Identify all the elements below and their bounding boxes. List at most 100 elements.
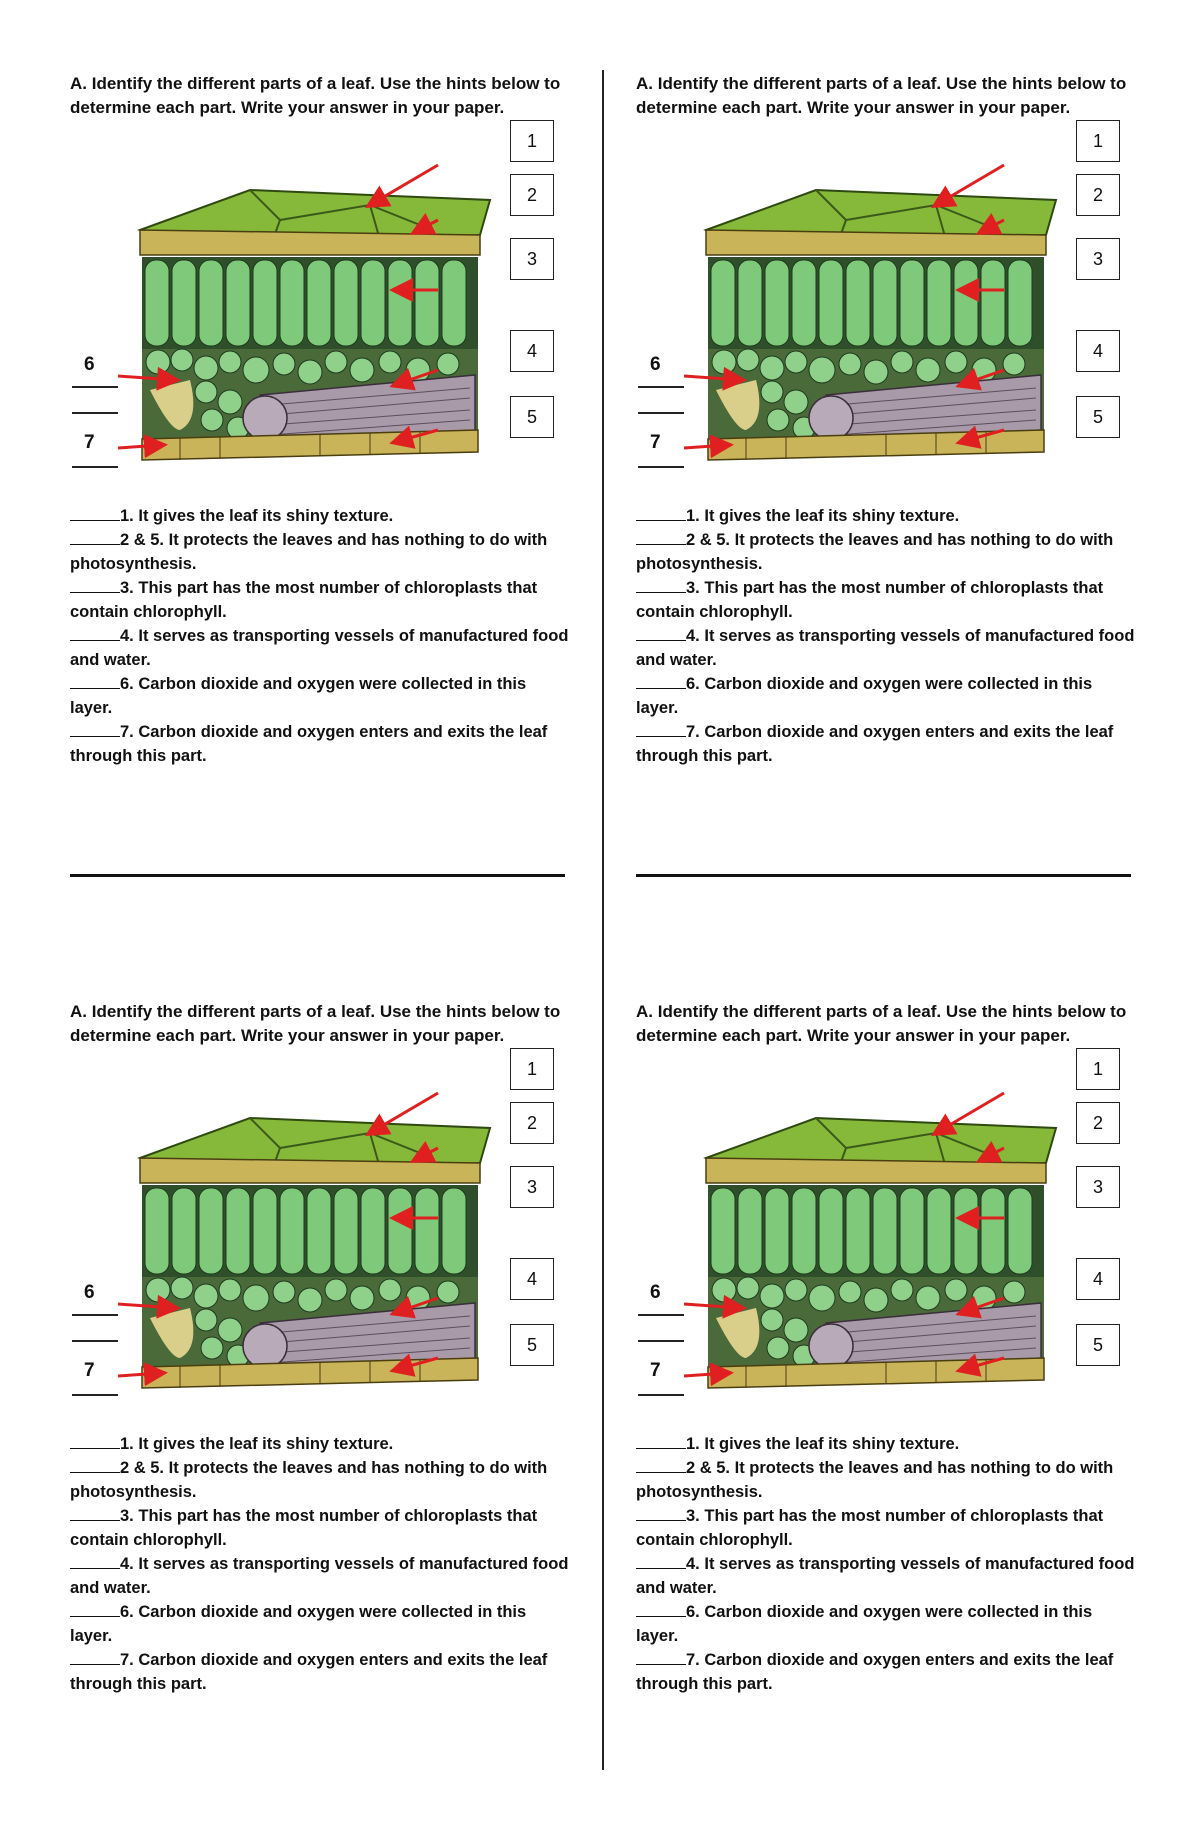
arrow-1: [364, 163, 439, 209]
arrow-2: [975, 1141, 1005, 1163]
answer-blank[interactable]: [70, 1602, 120, 1617]
instructions-title: A. Identify the different parts of a lea…: [70, 74, 561, 117]
answer-blank[interactable]: [70, 530, 120, 545]
answer-blank[interactable]: [636, 626, 686, 641]
worksheet-quadrant-2: A. Identify the different parts of a lea…: [636, 72, 1156, 852]
arrow-7: [117, 434, 168, 459]
clue-list: 1. It gives the leaf its shiny texture. …: [70, 504, 570, 768]
arrow-5: [389, 425, 439, 449]
clue-6: 6. Carbon dioxide and oxygen were collec…: [636, 674, 1093, 717]
label-box-3: 3: [510, 238, 554, 280]
answer-blank[interactable]: [636, 1554, 686, 1569]
label-box-5: 5: [510, 396, 554, 438]
answer-blank[interactable]: [636, 674, 686, 689]
palisade-cells: [710, 1187, 1033, 1275]
answer-line-6b: [72, 1340, 118, 1342]
clue-list: 1. It gives the leaf its shiny texture. …: [636, 504, 1136, 768]
label-box-3: 3: [510, 1166, 554, 1208]
arrow-5: [389, 1353, 439, 1377]
arrow-7: [683, 434, 734, 459]
arrow-5: [955, 425, 1005, 449]
arrow-5: [955, 1353, 1005, 1377]
answer-line-7: [638, 466, 684, 468]
clue-2-5: 2 & 5. It protects the leaves and has no…: [636, 530, 1114, 573]
answer-line-6a: [72, 1314, 118, 1316]
answer-blank[interactable]: [636, 1602, 686, 1617]
clue-4: 4. It serves as transporting vessels of …: [70, 1554, 569, 1597]
arrow-1: [364, 1091, 439, 1137]
clue-3: 3. This part has the most number of chlo…: [636, 578, 1104, 621]
instructions-title: A. Identify the different parts of a lea…: [636, 74, 1127, 117]
arrow-1: [930, 1091, 1005, 1137]
answer-blank[interactable]: [70, 722, 120, 737]
clue-3: 3. This part has the most number of chlo…: [70, 578, 538, 621]
clue-2-5: 2 & 5. It protects the leaves and has no…: [70, 530, 548, 573]
side-label-7: 7: [84, 432, 95, 453]
horizontal-divider-right: [636, 874, 1131, 877]
answer-line-7: [72, 466, 118, 468]
answer-line-6b: [72, 412, 118, 414]
clue-1: 1. It gives the leaf its shiny texture.: [70, 504, 570, 528]
answer-blank[interactable]: [70, 1506, 120, 1521]
clue-3: 3. This part has the most number of chlo…: [70, 1506, 538, 1549]
answer-blank[interactable]: [70, 626, 120, 641]
upper-epidermis: [705, 229, 1047, 256]
answer-blank[interactable]: [70, 1650, 120, 1665]
side-label-7: 7: [650, 1360, 661, 1381]
leaf-illustration: [117, 163, 492, 461]
label-box-1: 1: [510, 1048, 554, 1090]
label-box-3: 3: [1076, 1166, 1120, 1208]
clue-list: 1. It gives the leaf its shiny texture. …: [70, 1432, 570, 1696]
spongy-cells: [145, 348, 460, 440]
arrow-4: [955, 1295, 1005, 1319]
answer-blank[interactable]: [70, 578, 120, 593]
leaf-illustration: [117, 1091, 492, 1389]
arrow-6: [117, 1294, 181, 1319]
arrow-7: [117, 1362, 168, 1387]
clue-1: 1. It gives the leaf its shiny texture.: [70, 1432, 570, 1456]
answer-blank[interactable]: [636, 506, 686, 521]
vertical-divider: [602, 70, 604, 1770]
answer-line-6a: [638, 386, 684, 388]
side-label-6: 6: [84, 1282, 95, 1303]
answer-blank[interactable]: [636, 722, 686, 737]
arrow-6: [683, 366, 747, 391]
worksheet-quadrant-4: A. Identify the different parts of a lea…: [636, 1000, 1156, 1780]
answer-blank[interactable]: [636, 1458, 686, 1473]
answer-blank[interactable]: [636, 1650, 686, 1665]
answer-blank[interactable]: [70, 506, 120, 521]
answer-blank[interactable]: [636, 578, 686, 593]
answer-blank[interactable]: [70, 674, 120, 689]
instructions-title: A. Identify the different parts of a lea…: [636, 1002, 1127, 1045]
leaf-cross-section-diagram: 1 2 3 4 5 6 7: [70, 1048, 570, 1488]
leaf-cross-section-diagram: 1 2 3 4 5 6 7: [636, 1048, 1136, 1488]
answer-line-6a: [638, 1314, 684, 1316]
answer-blank[interactable]: [636, 530, 686, 545]
answer-blank[interactable]: [636, 1506, 686, 1521]
arrow-7: [683, 1362, 734, 1387]
answer-line-7: [72, 1394, 118, 1396]
label-box-5: 5: [1076, 396, 1120, 438]
label-box-5: 5: [1076, 1324, 1120, 1366]
spongy-cells: [711, 1276, 1026, 1368]
label-box-1: 1: [1076, 120, 1120, 162]
label-box-3: 3: [1076, 238, 1120, 280]
label-box-2: 2: [510, 1102, 554, 1144]
worksheet-quadrant-1: A. Identify the different parts of a lea…: [70, 72, 590, 852]
arrow-2: [409, 1141, 439, 1163]
arrow-6: [683, 1294, 747, 1319]
arrow-6: [117, 366, 181, 391]
instructions-title: A. Identify the different parts of a lea…: [70, 1002, 561, 1045]
side-label-7: 7: [84, 1360, 95, 1381]
arrow-2: [409, 213, 439, 235]
answer-blank[interactable]: [70, 1434, 120, 1449]
palisade-cells: [144, 1187, 467, 1275]
side-label-6: 6: [650, 354, 661, 375]
answer-blank[interactable]: [70, 1554, 120, 1569]
upper-epidermis: [705, 1157, 1047, 1184]
clue-4: 4. It serves as transporting vessels of …: [636, 626, 1135, 669]
answer-blank[interactable]: [70, 1458, 120, 1473]
label-box-2: 2: [1076, 1102, 1120, 1144]
clue-7: 7. Carbon dioxide and oxygen enters and …: [636, 1650, 1114, 1693]
answer-blank[interactable]: [636, 1434, 686, 1449]
